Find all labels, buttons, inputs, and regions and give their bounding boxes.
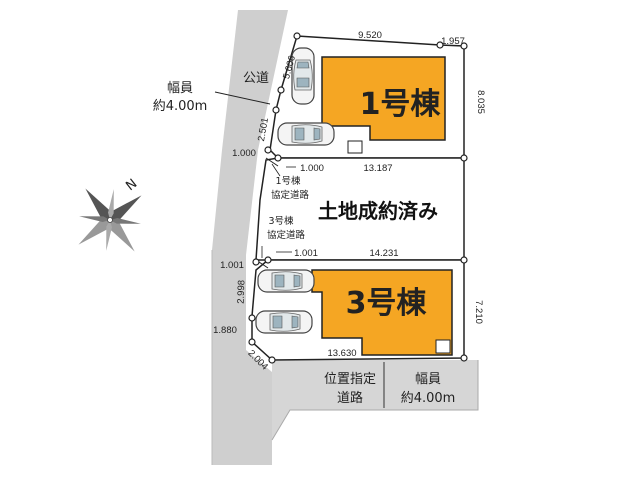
public-road — [212, 10, 288, 465]
sold-label: 土地成約済み — [318, 199, 438, 223]
compass-north-label: N — [123, 176, 140, 194]
dim-lot1-bottom: 13.187 — [363, 163, 392, 174]
car-icon — [255, 310, 313, 334]
lot-2-boundary — [255, 157, 465, 261]
road-width-left-value: 約4.00m — [153, 99, 208, 114]
agreement-road-1-label-2: 協定道路 — [271, 189, 310, 201]
dim-lot3-left-upper: 2.998 — [236, 280, 248, 304]
position-road-border — [271, 360, 479, 441]
public-road-label: 公道 — [243, 71, 269, 86]
dim-lot3-top: 14.231 — [369, 248, 398, 259]
agreement-road-1-line — [265, 157, 279, 167]
dim-lot1-right: 8.035 — [475, 90, 486, 114]
compass-rose-icon — [78, 188, 142, 252]
car-icon — [277, 122, 335, 146]
position-road — [272, 360, 478, 440]
agreement-road-3-label-2: 協定道路 — [267, 229, 306, 241]
position-road-label-2: 道路 — [337, 390, 363, 406]
building-3-porch — [435, 339, 451, 354]
dim-lot3-left-lower: 1.880 — [213, 325, 237, 336]
road-width-bottom-value: 約4.00m — [401, 391, 456, 406]
dim-lot1-left-short: 1.000 — [232, 148, 256, 159]
agreement-road-3-label: 3号棟 — [268, 215, 294, 227]
dim-lot1-bottom-short: 1.000 — [300, 163, 324, 174]
agreement-road-1-leader — [271, 163, 281, 177]
agreement-road-1-label: 1号棟 — [275, 175, 301, 187]
building-3-label: 3号棟 — [346, 286, 428, 321]
building-3 — [311, 269, 453, 356]
building-1-label: 1号棟 — [360, 87, 442, 122]
dim-lot1-left-lower: 2.501 — [256, 117, 271, 142]
car-icon — [291, 47, 315, 105]
dim-lot1-top-right: 1.957 — [441, 36, 465, 47]
car-icon — [257, 269, 315, 293]
boundary-markers — [248, 32, 468, 364]
dim-lot1-top: 9.520 — [358, 30, 382, 41]
dim-lot3-right: 7.210 — [473, 300, 484, 324]
road-width-left-label: 幅員 — [167, 81, 193, 96]
position-road-label: 位置指定 — [324, 372, 376, 387]
dim-lot3-top-short: 1.001 — [294, 248, 318, 259]
road-width-bottom-label: 幅員 — [415, 372, 441, 387]
building-1-porch — [347, 140, 363, 154]
dim-lot3-left-short: 1.001 — [220, 260, 244, 271]
road-width-arrow — [214, 91, 271, 105]
dim-lot3-bottom: 13.630 — [327, 348, 356, 359]
